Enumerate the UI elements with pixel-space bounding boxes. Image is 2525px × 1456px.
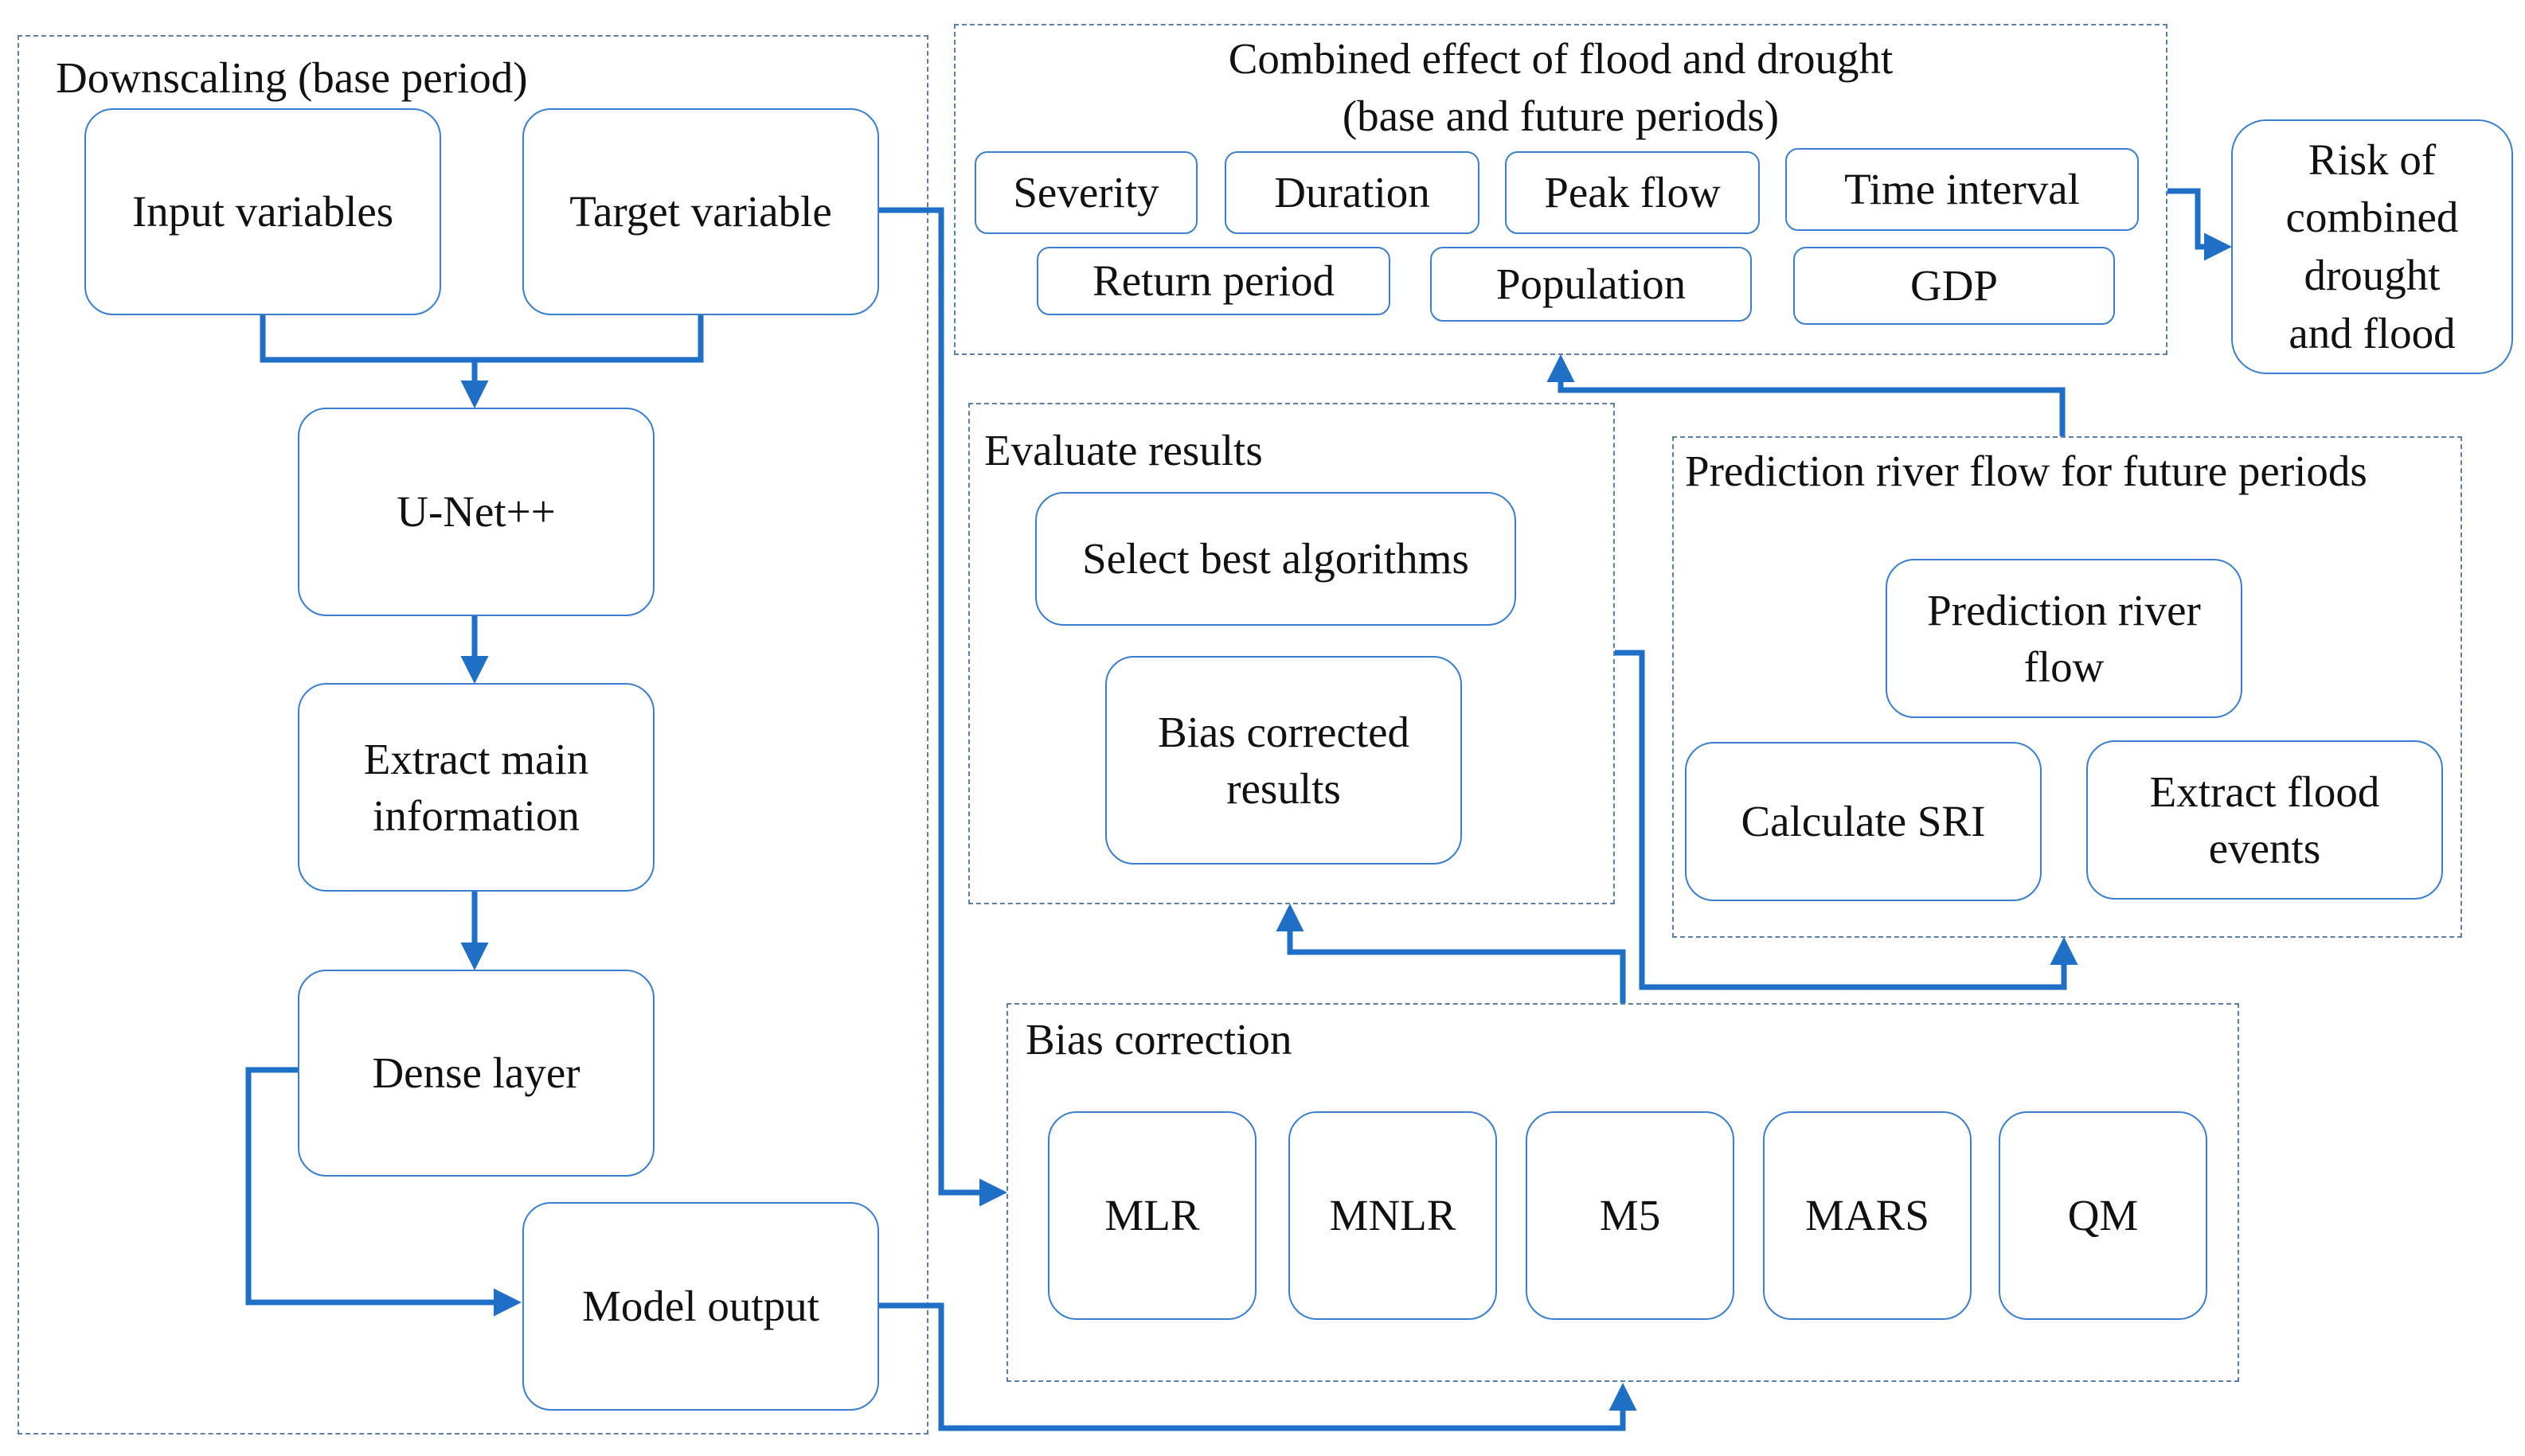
prediction-group: Prediction river flow for future periods — [1672, 436, 2462, 938]
peak-flow-box: Peak flow — [1505, 151, 1760, 234]
model-output-label: Model output — [582, 1282, 819, 1331]
arrow-prediction-to-combined — [1546, 354, 2066, 436]
arrow-bias-to-evaluate — [1276, 904, 1626, 1003]
select-best-algorithms-box: Select best algorithms — [1035, 492, 1516, 626]
return-period-box: Return period — [1037, 247, 1390, 315]
method-label-mars: MARS — [1805, 1191, 1929, 1240]
target-variable-label: Target variable — [569, 187, 832, 236]
bias-correction-title: Bias correction — [1026, 1015, 1292, 1064]
return-period-label: Return period — [1092, 256, 1335, 306]
combined-title-line1: Combined effect of flood and drought — [1228, 34, 1894, 83]
target-variable-box: Target variable — [522, 108, 879, 315]
combined-title-line2: (base and future periods) — [1342, 92, 1780, 140]
severity-label: Severity — [1013, 168, 1159, 217]
gdp-box: GDP — [1793, 247, 2115, 325]
duration-label: Duration — [1274, 168, 1430, 217]
population-label: Population — [1495, 260, 1687, 309]
input-variables-box: Input variables — [84, 108, 441, 315]
unet-box: U-Net++ — [298, 408, 655, 616]
time-interval-box: Time interval — [1785, 148, 2139, 231]
prediction-title: Prediction river flow for future periods — [1685, 447, 2367, 495]
unet-label: U-Net++ — [397, 487, 556, 537]
calculate-sri-box: Calculate SRI — [1685, 742, 2042, 901]
method-box-qm: QM — [1999, 1111, 2207, 1320]
duration-box: Duration — [1225, 151, 1479, 234]
dense-layer-box: Dense layer — [298, 970, 655, 1177]
method-box-m5: M5 — [1526, 1111, 1734, 1320]
downscaling-title: Downscaling (base period) — [56, 53, 528, 102]
severity-box: Severity — [975, 151, 1198, 234]
calculate-sri-label: Calculate SRI — [1741, 797, 1986, 846]
population-box: Population — [1430, 247, 1752, 322]
method-label-mnlr: MNLR — [1329, 1191, 1456, 1240]
method-label-m5: M5 — [1599, 1191, 1661, 1240]
input-variables-label: Input variables — [131, 187, 394, 236]
method-box-mlr: MLR — [1048, 1111, 1257, 1320]
peak-flow-label: Peak flow — [1544, 168, 1721, 217]
method-box-mnlr: MNLR — [1288, 1111, 1497, 1320]
time-interval-label: Time interval — [1844, 165, 2080, 214]
arrow-combined-to-risk — [2167, 188, 2232, 261]
model-output-box: Model output — [522, 1202, 879, 1411]
method-box-mars: MARS — [1763, 1111, 1972, 1320]
dense-layer-label: Dense layer — [372, 1048, 580, 1098]
method-label-qm: QM — [2067, 1191, 2139, 1240]
evaluate-title: Evaluate results — [984, 426, 1263, 474]
gdp-label: GDP — [1909, 261, 1999, 310]
select-best-algorithms-label: Select best algorithms — [1082, 534, 1469, 584]
method-label-mlr: MLR — [1104, 1191, 1200, 1240]
